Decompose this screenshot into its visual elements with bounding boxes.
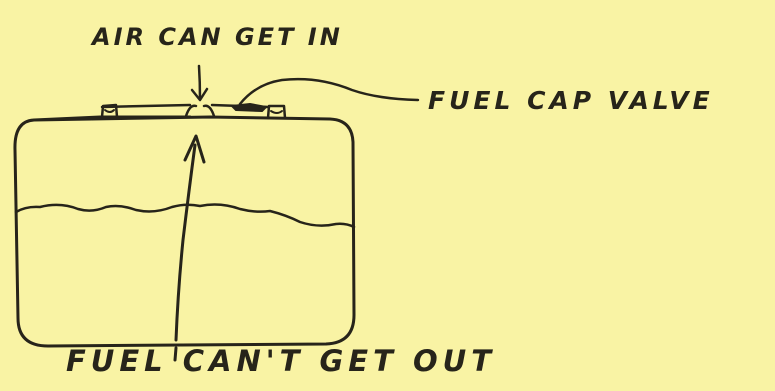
right-cap-tab-notch — [270, 110, 283, 114]
air-arrow-shaft — [197, 64, 202, 101]
fuel-cant-get-out-label: FUEL CAN'T GET OUT — [66, 344, 496, 378]
right-cap-tab — [266, 104, 287, 120]
left-cap-tab-notch — [104, 109, 115, 113]
fuel-arrow-tail — [173, 346, 178, 362]
air-opening — [184, 104, 216, 118]
air-arrow-head — [190, 87, 209, 102]
valve-leader-line — [238, 77, 420, 106]
air-can-get-in-label: AIR CAN GET IN — [92, 23, 343, 51]
fuel-cap-valve — [231, 103, 267, 112]
fuel-tank-outline — [13, 115, 356, 348]
fuel-arrow-shaft — [174, 143, 197, 342]
left-cap-tab — [100, 103, 119, 119]
fuel-arrow-head — [183, 134, 206, 164]
fuel-cap-valve-label: FUEL CAP VALVE — [428, 86, 714, 115]
